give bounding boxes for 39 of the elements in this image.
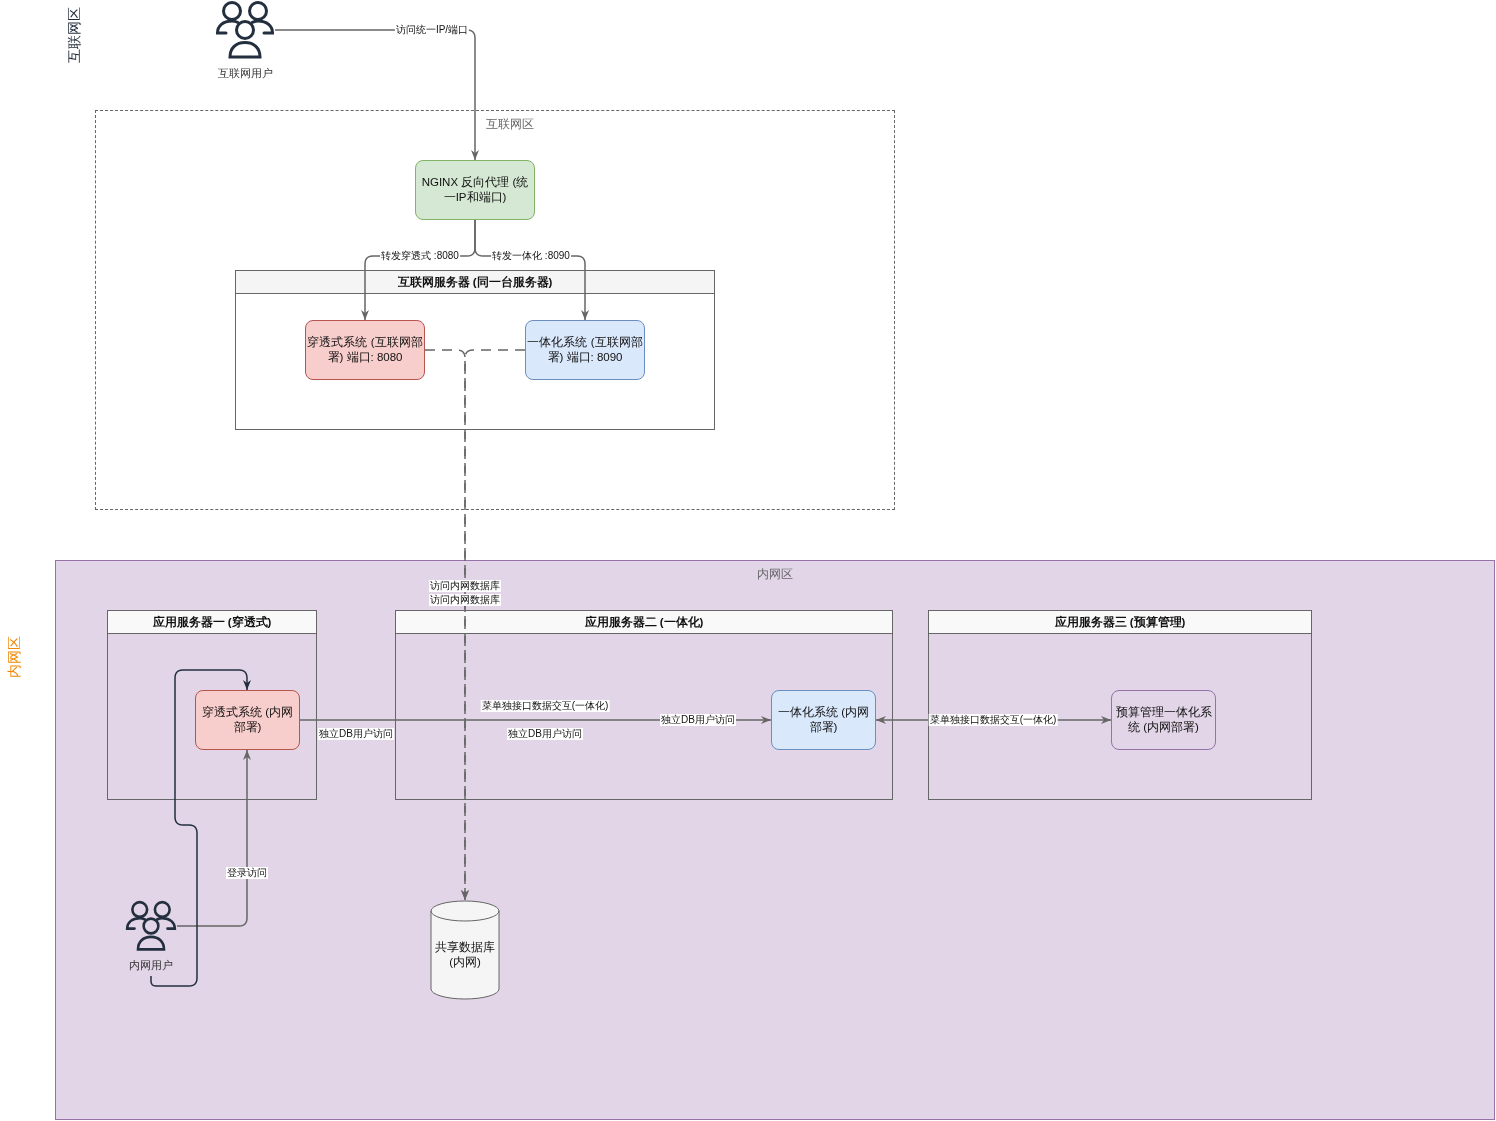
database-label: 共享数据库 (内网) bbox=[434, 940, 496, 970]
edge-label: 访问统一IP/端口 bbox=[394, 24, 470, 36]
arrow bbox=[299, 716, 772, 724]
server-container bbox=[107, 610, 317, 800]
process-box: NGINX 反向代理 (统一IP和端口) bbox=[415, 160, 535, 220]
edge-label: 转发一体化 :8090 bbox=[491, 250, 571, 262]
zone-title: 互联网区 bbox=[67, 7, 83, 63]
network-zone bbox=[55, 560, 1495, 1120]
server-title: 应用服务器三 (预算管理) bbox=[929, 611, 1311, 634]
network-zone bbox=[95, 110, 895, 510]
server-title: 应用服务器二 (一体化) bbox=[396, 611, 892, 634]
process-box: 穿透式系统 (内网部署) bbox=[195, 690, 300, 750]
arrow bbox=[176, 749, 251, 927]
server-container bbox=[395, 610, 893, 800]
server-title: 应用服务器一 (穿透式) bbox=[108, 611, 316, 634]
process-box: 穿透式系统 (互联网部署) 端口: 8080 bbox=[305, 320, 425, 380]
edge-label: 转发穿透式 :8080 bbox=[380, 250, 460, 262]
edge-label: 菜单独接口数据交互(一体化) bbox=[928, 714, 1058, 726]
user-label: 内网用户 bbox=[128, 958, 174, 972]
process-box: 一体化系统 (内网部署) bbox=[771, 690, 876, 750]
dashed-arrow bbox=[461, 349, 526, 901]
server-container bbox=[235, 270, 715, 430]
process-box: 一体化系统 (互联网部署) 端口: 8090 bbox=[525, 320, 645, 380]
note-text: 独立DB用户访问 bbox=[507, 728, 583, 740]
server-container bbox=[928, 610, 1312, 800]
note-text: 菜单独接口数据交互(一体化) bbox=[480, 700, 610, 712]
dashed-arrow bbox=[424, 349, 469, 901]
note-text: 独立DB用户访问 bbox=[318, 728, 394, 740]
server-title: 互联网服务器 (同一台服务器) bbox=[236, 271, 714, 294]
edge-label: 访问内网数据库 bbox=[429, 594, 501, 606]
arrow bbox=[150, 669, 251, 987]
process-box: 预算管理一体化系统 (内网部署) bbox=[1111, 690, 1216, 750]
user-label: 互联网用户 bbox=[216, 66, 274, 80]
edge-label: 登录访问 bbox=[226, 867, 268, 879]
edge-label: 独立DB用户访问 bbox=[660, 714, 736, 726]
zone-title: 内网区 bbox=[7, 636, 23, 678]
edge-label: 访问内网数据库 bbox=[429, 580, 501, 592]
zone-label: 内网区 bbox=[757, 567, 793, 581]
zone-label: 互联网区 bbox=[486, 117, 534, 131]
